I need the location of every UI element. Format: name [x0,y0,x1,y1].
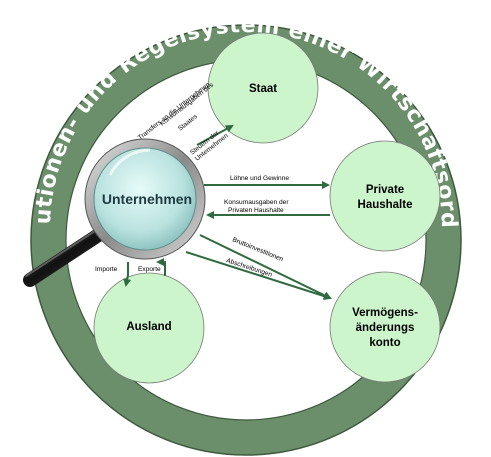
node-staat: Staat [207,32,319,144]
label-loehne: Löhne und Gewinne [230,175,289,182]
center-label-unternehmen: Unternehmen [102,191,192,207]
flow-arrows [123,125,332,300]
arrow-abschreibungen [185,251,332,300]
label-konsum-haushalte-2: Privaten Haushalte [228,207,284,214]
node-private-haushalte: Private Haushalte [329,140,441,252]
node-ausland: Ausland [93,272,205,384]
label-konsum-haushalte-1: Konsumausgaben der [224,199,289,206]
node-vermoegensaenderungskonto: Vermögens- änderungs konto [329,271,441,383]
node-staat-label: Staat [249,83,277,95]
arrow-exporte [156,258,166,276]
node-ausland-label: Ausland [126,321,171,333]
arrow-brutto [199,234,332,299]
arrow-steuern [196,125,234,146]
node-vermoegen-label-2: änderungs [356,322,415,334]
label-importe: Importe [95,266,118,273]
node-haushalte-label-2: Haushalte [358,199,413,211]
arrow-importe [123,262,132,287]
magnifier-icon [23,138,206,287]
node-haushalte-label-1: Private [366,184,404,196]
label-exporte: Exporte [138,266,161,273]
node-vermoegen-label-1: Vermögens- [352,307,418,319]
node-vermoegen-label-3: konto [369,337,400,349]
